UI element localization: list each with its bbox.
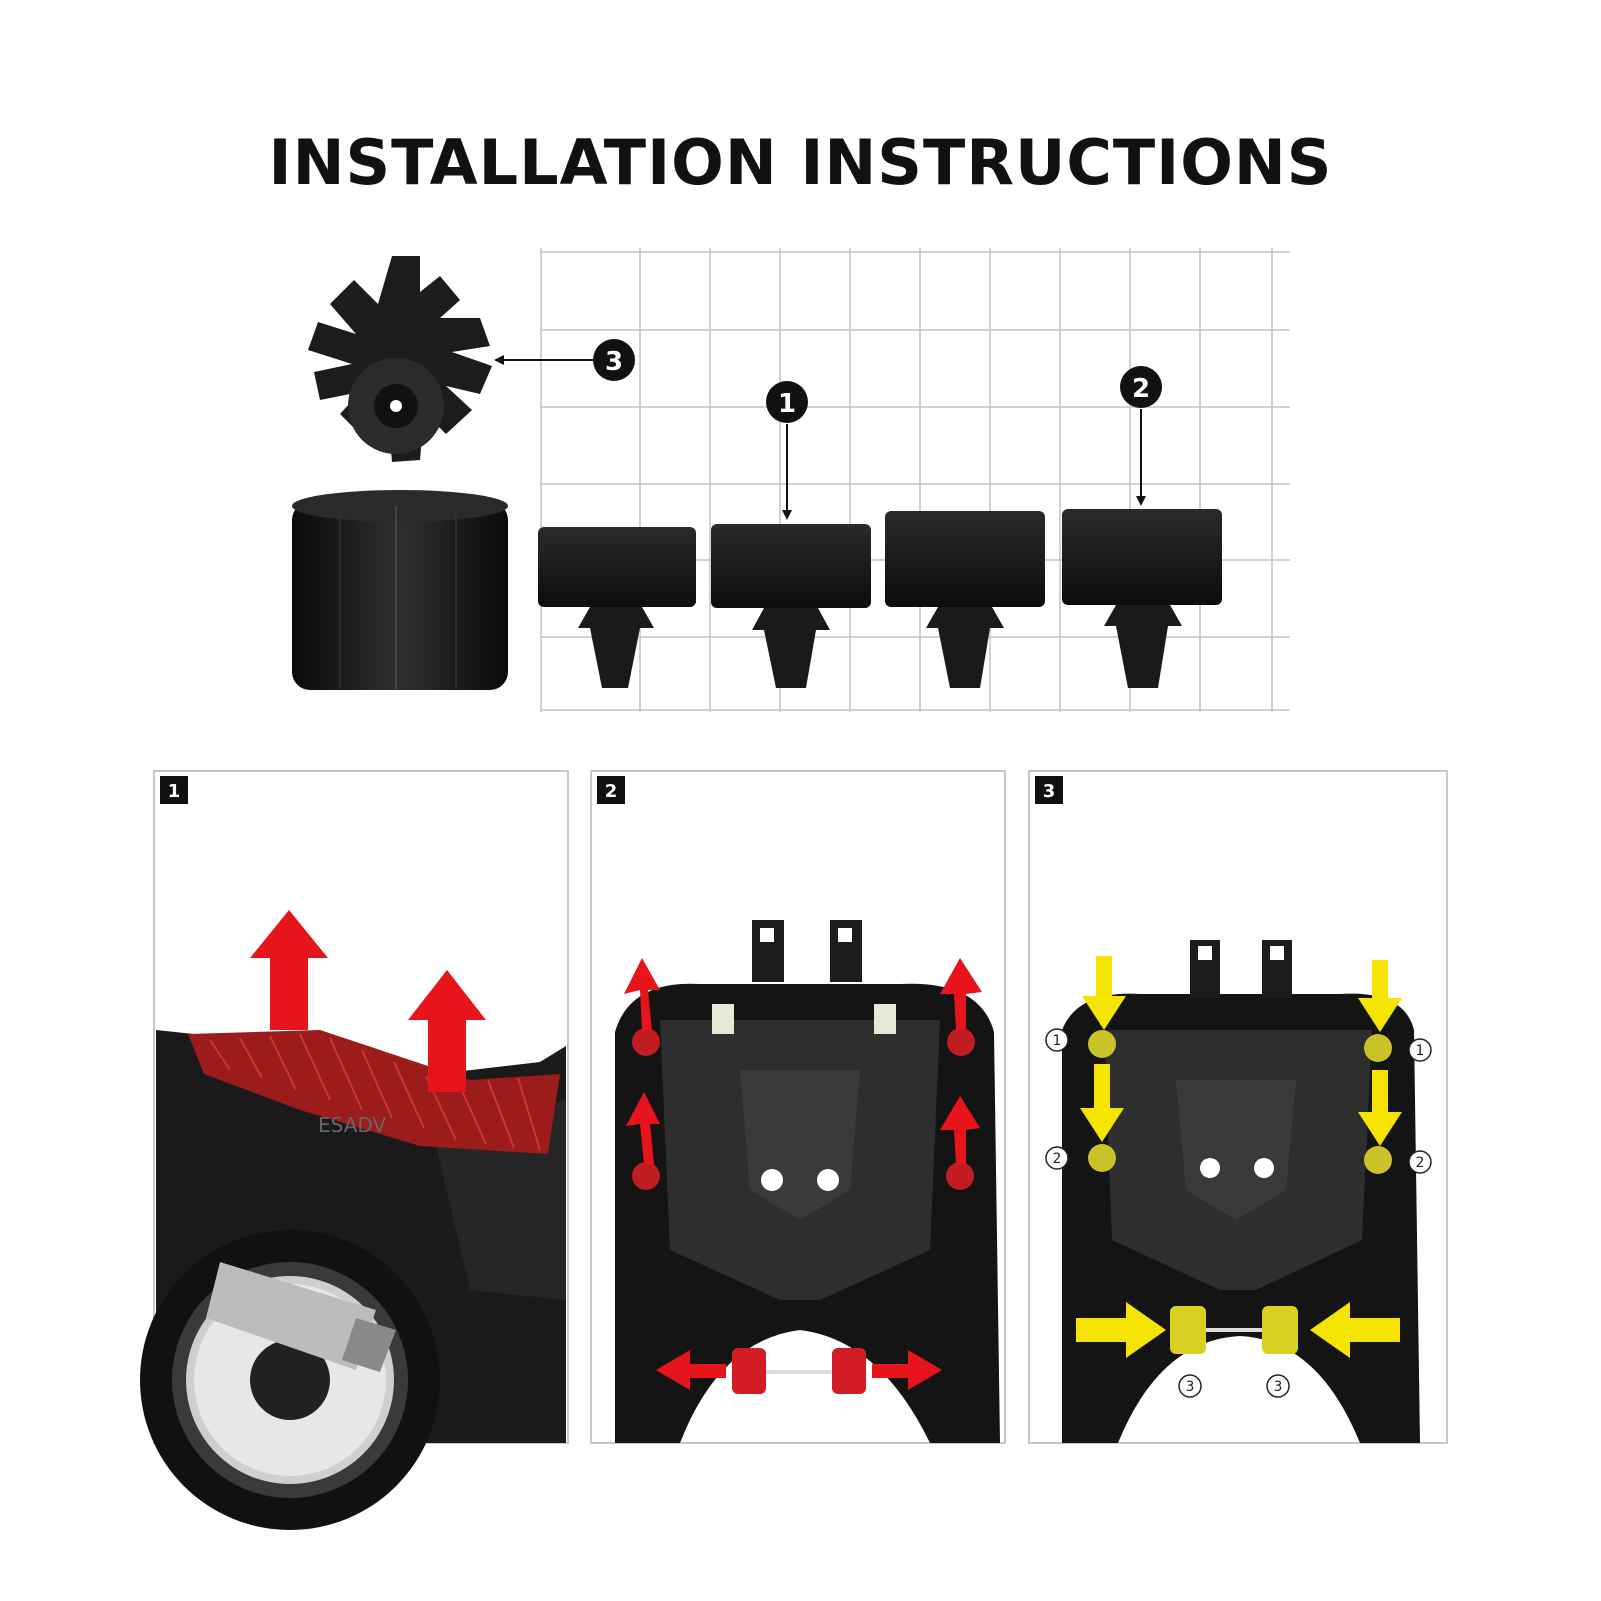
insert-arrow-icon (1082, 956, 1126, 1030)
label-2-left: 2 (1053, 1151, 1062, 1167)
brand-watermark: ESADV (318, 1113, 386, 1137)
step-2-number: 2 (605, 781, 618, 802)
label-1-left: 1 (1053, 1033, 1062, 1049)
insert-arrow-icon (1310, 1302, 1400, 1358)
step-3-number: 3 (1043, 781, 1056, 802)
measuring-grid (540, 248, 1290, 712)
callout-3-label: 3 (605, 347, 623, 377)
callout-3: 3 (494, 339, 635, 381)
callout-1-label: 1 (778, 389, 796, 419)
step-2-panel: 2 (590, 770, 1006, 1444)
remove-arrow-icon (940, 1096, 980, 1164)
bumper-part-1 (711, 524, 871, 688)
page-title: INSTALLATION INSTRUCTIONS (268, 126, 1333, 199)
insert-arrow-icon (1076, 1302, 1166, 1358)
bumper-part-a (538, 527, 696, 688)
step-1-badge (160, 776, 188, 804)
lift-arrow-icon (408, 970, 486, 1092)
remove-arrow-icon (872, 1350, 942, 1390)
step-1-panel: 1 ESADV (140, 770, 569, 1530)
remove-arrow-icon (940, 958, 982, 1030)
insert-arrow-icon (1080, 1064, 1124, 1142)
label-2-right: 2 (1416, 1155, 1425, 1171)
label-1-right: 1 (1416, 1043, 1425, 1059)
step-3-panel: 3 1 1 2 2 3 3 (1028, 770, 1448, 1444)
part-3-top-view (308, 256, 492, 462)
part-3-side-view (292, 490, 508, 690)
label-3-right: 3 (1274, 1379, 1283, 1395)
callout-2: 2 (1120, 366, 1162, 506)
remove-arrow-icon (656, 1350, 726, 1390)
step-1-number: 1 (168, 781, 181, 802)
bumper-part-2 (1062, 509, 1222, 688)
lift-arrow-icon (250, 910, 328, 1030)
remove-arrow-icon (624, 958, 660, 1030)
remove-arrow-icon (626, 1092, 660, 1164)
step-3-badge (1035, 776, 1063, 804)
bumper-part-b (885, 511, 1045, 688)
insert-arrow-icon (1358, 1070, 1402, 1146)
callout-1: 1 (766, 381, 808, 520)
label-3-left: 3 (1186, 1379, 1195, 1395)
callout-2-label: 2 (1132, 374, 1150, 404)
step-2-badge (597, 776, 625, 804)
insert-arrow-icon (1358, 960, 1402, 1032)
